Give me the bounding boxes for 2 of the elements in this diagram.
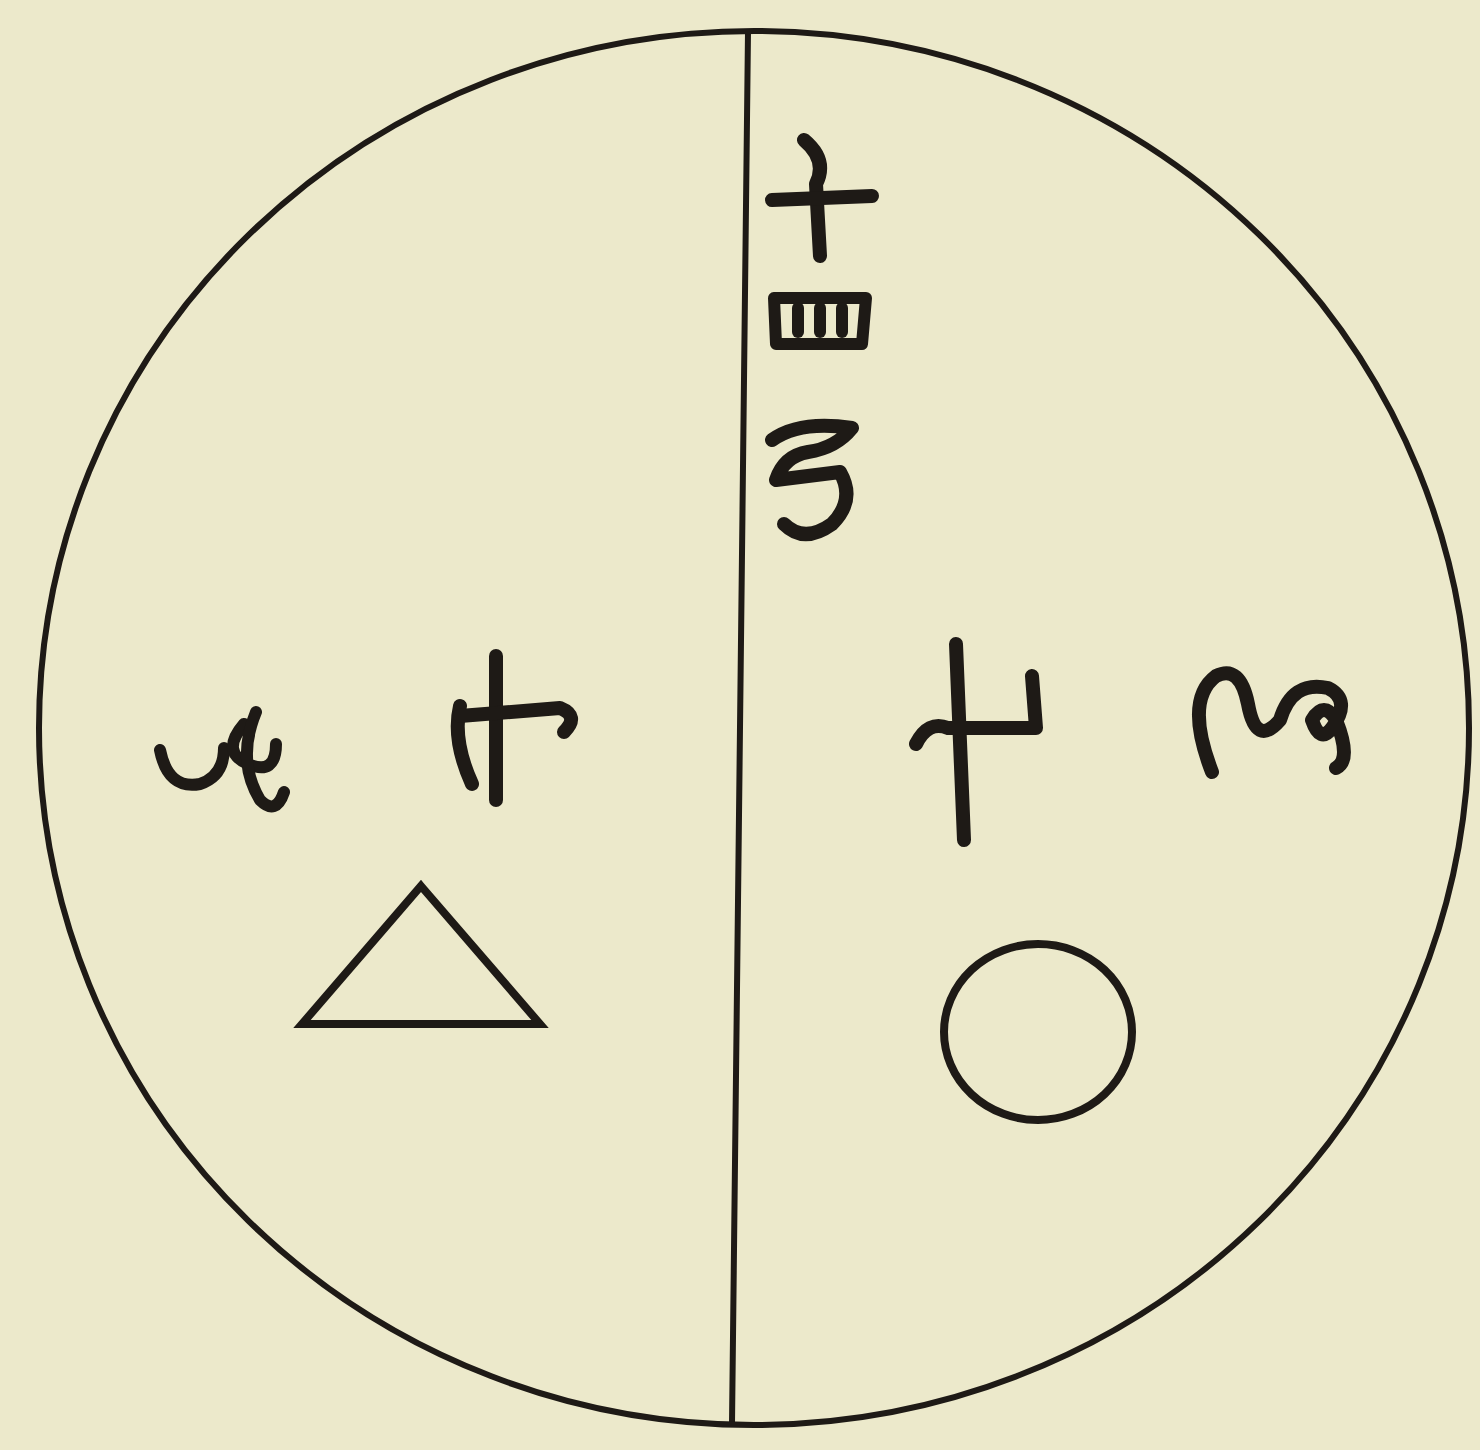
- circle-outline: [36, 28, 1472, 1428]
- circle-outline: [940, 940, 1136, 1124]
